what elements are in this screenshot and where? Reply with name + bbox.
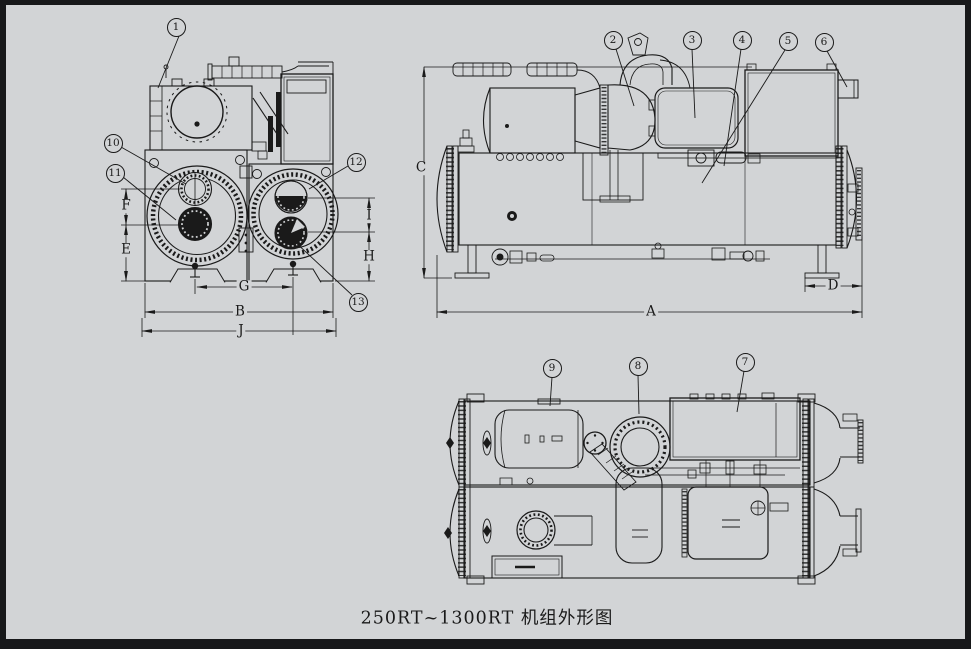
front-view-dimensions: [120, 35, 375, 337]
side-view: [436, 32, 863, 279]
side-view-leaders: [615, 48, 848, 184]
plan-view-leaders: [549, 370, 745, 415]
front-view: [144, 56, 339, 283]
side-view-dimensions: [422, 48, 863, 318]
plan-view: [444, 370, 864, 585]
front-view-leaders: [120, 35, 353, 296]
